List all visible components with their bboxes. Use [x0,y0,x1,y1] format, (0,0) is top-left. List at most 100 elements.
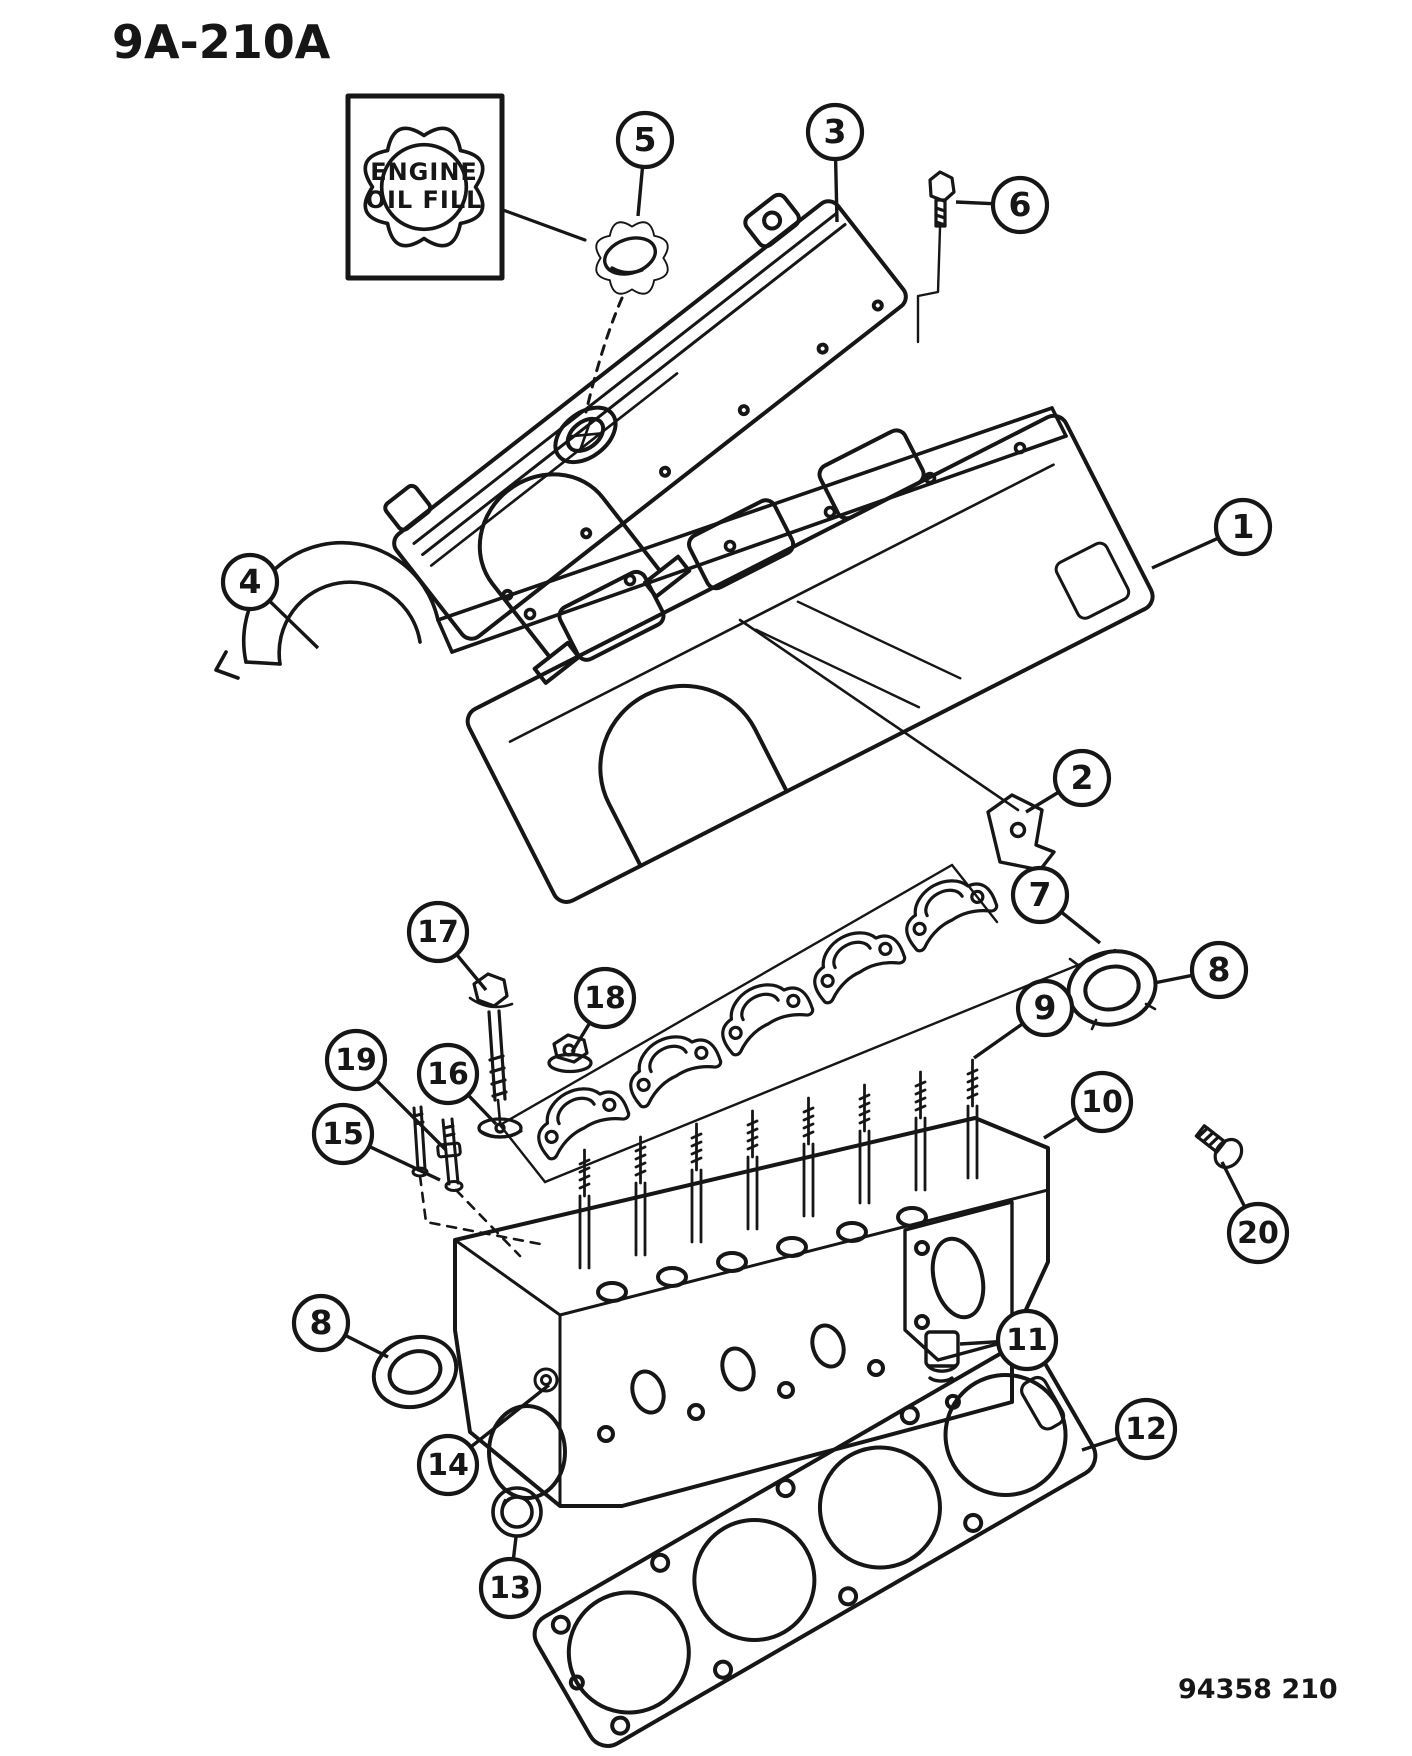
callout-9: 9 [973,978,1075,1060]
cylinder-head-drawing [453,1058,1050,1508]
callout-circle-15 [311,1102,375,1166]
callout-circle-12 [1114,1397,1178,1461]
head-gasket-drawing [532,1342,1098,1748]
callout-leader-12 [1081,1436,1119,1452]
page-code: 9A-210A [112,15,331,69]
plate-code: 94358 210 [1178,1674,1338,1705]
callout-circle-8 [1189,940,1249,1000]
callout-leader-5 [636,166,645,217]
callout-circle-6 [990,175,1050,235]
callout-leader-10 [1043,1115,1079,1140]
callout-number-12: 12 [1125,1412,1167,1447]
callout-leader-17 [455,953,488,992]
callout-12: 12 [1081,1397,1178,1461]
callout-17: 17 [406,900,488,992]
callout-3: 3 [805,102,865,223]
callout-number-20: 20 [1237,1216,1279,1251]
washer-drawing [477,1117,523,1139]
callout-8: 8 [1153,940,1249,1000]
callout-leader-8 [1153,973,1193,985]
callout-number-14: 14 [427,1448,469,1483]
callout-leader-11 [959,1340,999,1346]
callout-circle-9 [1015,978,1075,1038]
section-line [738,618,1020,812]
oil-cap-drawing [595,221,669,295]
callout-2: 2 [1025,748,1112,814]
callout-number-13: 13 [489,1571,531,1606]
callout-leader-7 [1060,910,1102,945]
valve-cover-drawing [383,192,908,685]
callout-leader-15 [368,1144,441,1182]
callout-11: 11 [959,1308,1059,1372]
callout-leader-14 [469,1383,551,1449]
head-bolt-drawing [468,972,514,1124]
oil-fill-inset-box [345,93,505,281]
callout-leader-16 [466,1093,498,1126]
callout-number-4: 4 [239,562,262,601]
callout-number-8: 8 [1208,950,1231,989]
callout-13: 13 [478,1536,542,1620]
callout-leader-3 [833,158,839,223]
callout-18: 18 [570,966,637,1053]
callout-14: 14 [416,1383,551,1497]
callout-6: 6 [955,175,1050,235]
callout-circle-5 [615,110,675,170]
sensor-bolt-drawing [1194,1124,1244,1170]
callout-circle-17 [406,900,470,964]
plug-drawing [491,1486,543,1538]
callout-number-2: 2 [1071,758,1094,797]
callout-leader-4 [268,599,320,650]
callout-number-19: 19 [335,1043,377,1078]
callout-7: 7 [1010,865,1102,945]
callout-circle-3 [805,102,865,162]
seal-right-drawing [1066,949,1158,1031]
inset-label-line2: OIL FILL [366,186,483,214]
callout-circle-2 [1052,748,1112,808]
nut-drawing [547,1033,593,1074]
upper-cover-drawing [465,413,1155,904]
callout-leader-20 [1220,1161,1247,1208]
bracket-drawing [986,793,1056,872]
callout-number-9: 9 [1034,988,1057,1027]
callout-number-17: 17 [417,915,459,950]
cup-plug-drawing [533,1367,559,1393]
callout-number-8: 8 [310,1303,333,1342]
callout-leader-19 [375,1079,448,1152]
callout-number-6: 6 [1009,185,1032,224]
callout-circle-18 [573,966,637,1030]
callout-leader-6 [955,200,994,206]
callout-20: 20 [1220,1161,1290,1265]
callout-circle-13 [478,1556,542,1620]
callout-circle-11 [995,1308,1059,1372]
seal-left-drawing [371,1334,459,1410]
callout-19: 19 [324,1028,448,1152]
callout-4: 4 [220,552,320,650]
stud-alignment-dashed-2 [454,1188,522,1258]
callout-circle-20 [1226,1201,1290,1265]
callout-number-15: 15 [322,1117,364,1152]
callout-number-1: 1 [1232,507,1255,546]
cover-gasket-drawing [214,406,1068,680]
callout-leader-8 [344,1333,389,1359]
inset-leader-line [501,208,587,242]
callout-circle-10 [1070,1070,1134,1134]
callout-number-16: 16 [427,1057,469,1092]
callout-8: 8 [291,1293,389,1359]
callout-leader-18 [570,1021,592,1053]
callout-leader-2 [1025,790,1060,814]
callout-16: 16 [416,1042,498,1126]
callout-number-18: 18 [584,981,626,1016]
callout-number-3: 3 [824,112,847,151]
callout-number-10: 10 [1081,1085,1123,1120]
callout-10: 10 [1043,1070,1134,1140]
callout-circle-19 [324,1028,388,1092]
callout-circle-4 [220,552,280,612]
callout-circle-8 [291,1293,351,1353]
callout-circle-16 [416,1042,480,1106]
callout-circle-7 [1010,865,1070,925]
callout-number-7: 7 [1029,875,1052,914]
fitting-drawing [924,1330,960,1383]
